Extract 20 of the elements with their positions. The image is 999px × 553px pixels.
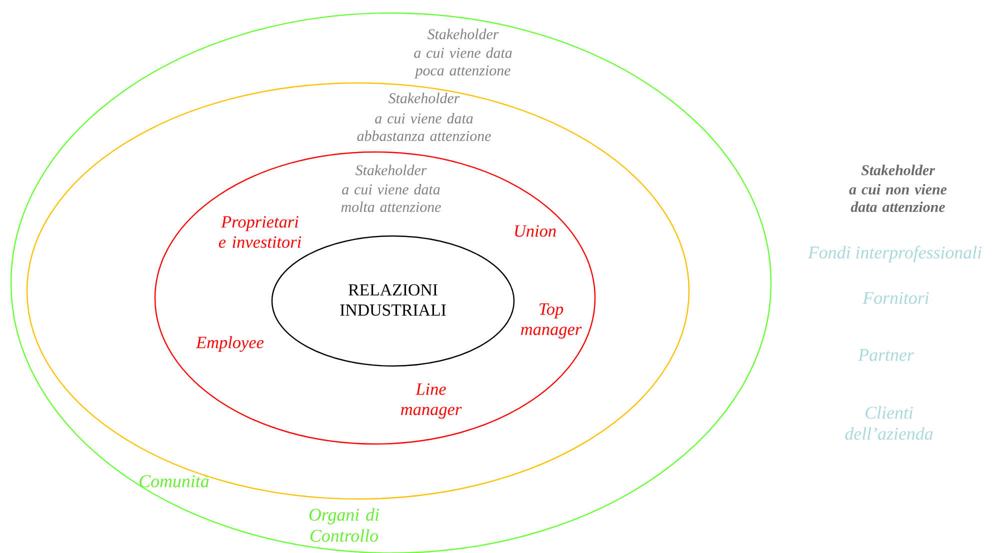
stakeholder-label: Employee [196,336,264,352]
stakeholder-label: Organi di Controllo [309,508,379,542]
ring-caption: a cui viene data poca attenzione [414,47,512,79]
stakeholder-label: Partner [858,349,914,361]
stakeholder-label: Fornitori [862,292,929,304]
ring-heading: Stakeholder [428,28,499,40]
stakeholder-label: Line manager [401,383,462,419]
stakeholder-label: Proprietari e investitori [218,216,302,248]
group-heading: Stakeholder [861,164,936,176]
ring-caption: a cui viene data molta attenzione [341,184,441,212]
stakeholder-label: Fondi interprofessionali [808,246,982,262]
ring-caption: a cui viene data abbastanza attenzione [357,112,491,142]
group-heading: a cui non viene data attenzione [849,184,947,212]
stakeholder-label: Clienti dell’azienda [845,406,933,440]
stakeholder-label: Union [515,225,556,237]
stakeholder-label: Comunità [140,474,209,488]
center-label: RELAZIONI INDUSTRIALI [340,284,446,316]
ring-heading: Stakeholder [356,164,427,176]
ring-heading: Stakeholder [388,92,460,104]
stakeholder-label: Top manager [521,303,582,339]
